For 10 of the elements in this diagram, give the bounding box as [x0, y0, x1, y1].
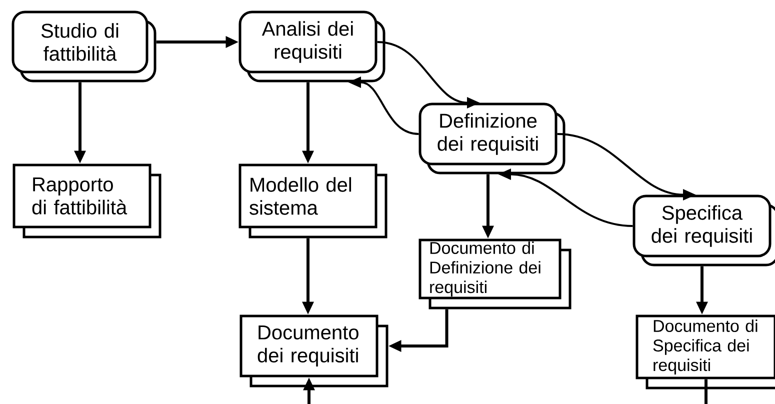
process-box: Specifica dei requisiti: [632, 194, 775, 266]
document-box: Documento dei requisiti: [240, 314, 388, 388]
document-box: Rapporto di fattibilità: [12, 164, 162, 238]
process-box: Definizione dei requisiti: [418, 102, 566, 174]
connector-line: [704, 379, 708, 404]
process-box: Studio di fattibilità: [12, 10, 156, 82]
document-box: Modello del sistema: [238, 164, 388, 238]
document-box: Documento di Specifica dei requisiti: [636, 314, 775, 390]
process-box: Analisi dei requisiti: [238, 10, 386, 82]
document-box: Documento di Definizione dei requisiti: [418, 238, 572, 310]
